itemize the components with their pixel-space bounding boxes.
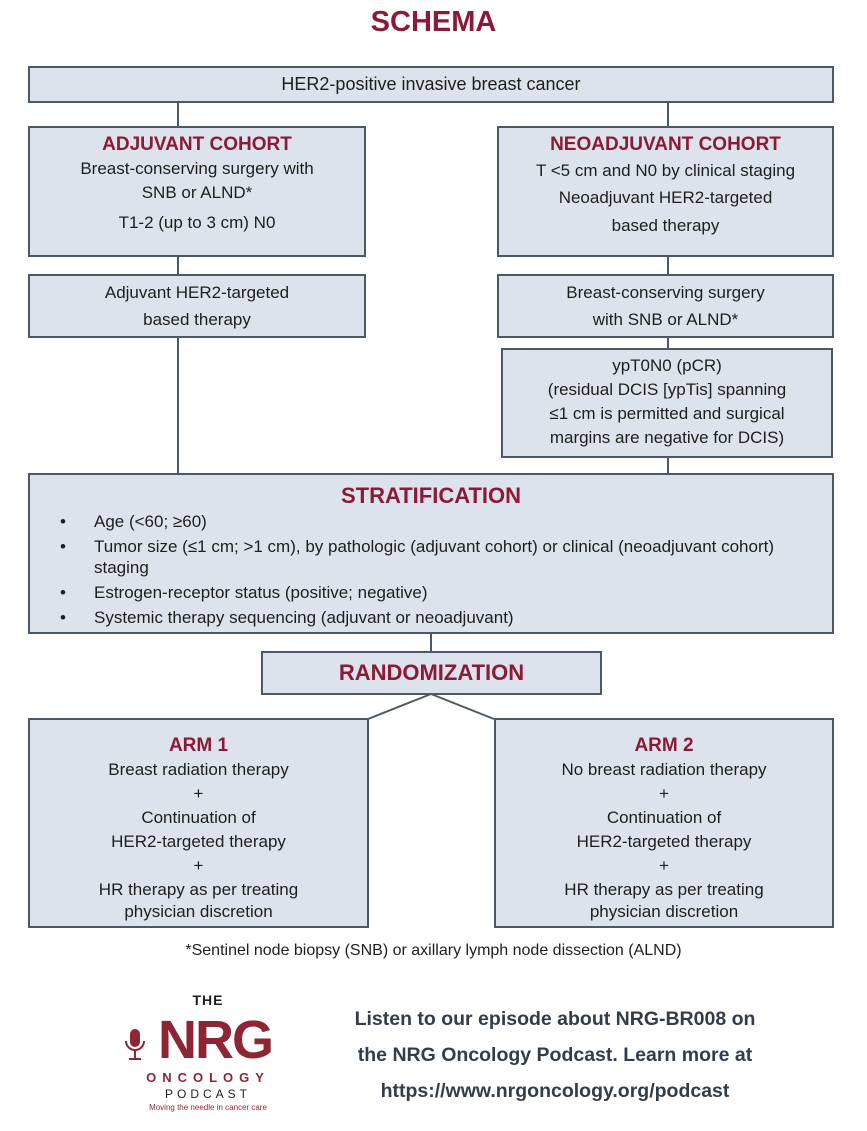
connector bbox=[177, 337, 179, 473]
microphone-icon bbox=[125, 1029, 145, 1060]
text-line: HER2-targeted therapy bbox=[576, 832, 752, 851]
text-line: with SNB or ALND* bbox=[592, 310, 739, 329]
adjuvant-cohort-box: ADJUVANT COHORT Breast-conserving surger… bbox=[28, 126, 366, 257]
text-line: based therapy bbox=[143, 310, 251, 329]
stratification-heading: STRATIFICATION bbox=[340, 483, 522, 508]
page-title: SCHEMA bbox=[370, 6, 497, 38]
logo-the: THE bbox=[192, 992, 224, 1008]
text-line: + bbox=[659, 856, 669, 875]
text-line: Continuation of bbox=[606, 808, 722, 827]
text-line: Breast-conserving surgery with bbox=[80, 159, 314, 178]
text-line: ypT0N0 (pCR) bbox=[612, 356, 722, 375]
text-line: T1-2 (up to 3 cm) N0 bbox=[118, 213, 276, 232]
connector bbox=[667, 457, 669, 473]
logo-nrg: NRG bbox=[118, 1011, 298, 1069]
promo-line: the NRG Oncology Podcast. Learn more at bbox=[357, 1044, 753, 1066]
nrg-podcast-logo: THE NRG ONCOLOGY PODCAST Moving the need… bbox=[118, 992, 298, 1131]
logo-tagline: Moving the needle in cancer care bbox=[149, 1103, 267, 1112]
stratification-list: Age (<60; ≥60) Tumor size (≤1 cm; >1 cm)… bbox=[30, 511, 832, 628]
logo-oncology: ONCOLOGY bbox=[146, 1070, 270, 1085]
text-line: HR therapy as per treating bbox=[564, 880, 764, 899]
arm1-box: ARM 1 Breast radiation therapy + Continu… bbox=[28, 718, 369, 928]
text-line: based therapy bbox=[611, 216, 720, 235]
surgery-box: Breast-conserving surgery with SNB or AL… bbox=[497, 274, 834, 338]
adjuvant-therapy-box: Adjuvant HER2-targeted based therapy bbox=[28, 274, 366, 338]
connector bbox=[667, 102, 669, 126]
text-line: + bbox=[193, 856, 204, 875]
footnote: *Sentinel node biopsy (SNB) or axillary … bbox=[185, 942, 682, 959]
connector bbox=[667, 337, 669, 348]
text-line: HER2-targeted therapy bbox=[111, 832, 286, 851]
text-line: Continuation of bbox=[141, 808, 256, 827]
randomization-box: RANDOMIZATION bbox=[261, 651, 602, 695]
population-box: HER2-positive invasive breast cancer bbox=[28, 66, 834, 103]
text-line: No breast radiation therapy bbox=[561, 760, 767, 779]
list-item: Systemic therapy sequencing (adjuvant or… bbox=[60, 607, 832, 628]
text-line: physician discretion bbox=[589, 902, 739, 921]
list-item: Tumor size (≤1 cm; >1 cm), by pathologic… bbox=[60, 536, 832, 578]
text-line: Adjuvant HER2-targeted bbox=[104, 283, 290, 302]
logo-nrg-text: NRG bbox=[158, 1010, 274, 1070]
promo-line: Listen to our episode about NRG-BR008 on bbox=[354, 1008, 756, 1030]
arm1-heading: ARM 1 bbox=[168, 735, 229, 756]
arm2-heading: ARM 2 bbox=[634, 735, 694, 756]
text-line: physician discretion bbox=[124, 902, 273, 921]
podcast-promo: Listen to our episode about NRG-BR008 on… bbox=[300, 1001, 810, 1109]
text-line: HR therapy as per treating bbox=[98, 880, 299, 899]
podcast-link[interactable]: https://www.nrgoncology.org/podcast bbox=[380, 1080, 730, 1102]
text-line: SNB or ALND* bbox=[141, 183, 253, 202]
pcr-box: ypT0N0 (pCR) (residual DCIS [ypTis] span… bbox=[501, 348, 833, 458]
logo-podcast: PODCAST bbox=[164, 1087, 251, 1101]
neoadjuvant-heading: NEOADJUVANT COHORT bbox=[550, 134, 781, 155]
branch-arm2 bbox=[430, 693, 495, 720]
text-line: Breast radiation therapy bbox=[108, 760, 289, 779]
connector bbox=[177, 256, 179, 274]
text-line: + bbox=[659, 784, 669, 803]
text-line: T <5 cm and N0 by clinical staging bbox=[535, 161, 796, 180]
branch-arm1 bbox=[367, 693, 432, 720]
text-line: + bbox=[193, 784, 204, 803]
text-line: ≤1 cm is permitted and surgical bbox=[549, 404, 785, 423]
text-line: Neoadjuvant HER2-targeted bbox=[558, 188, 773, 207]
text-line: (residual DCIS [ypTis] spanning bbox=[547, 380, 787, 399]
connector bbox=[667, 256, 669, 274]
stratification-box: STRATIFICATION Age (<60; ≥60) Tumor size… bbox=[28, 473, 834, 634]
neoadjuvant-cohort-box: NEOADJUVANT COHORT T <5 cm and N0 by cli… bbox=[497, 126, 834, 257]
adjuvant-heading: ADJUVANT COHORT bbox=[102, 134, 292, 155]
connector bbox=[177, 102, 179, 126]
list-item: Age (<60; ≥60) bbox=[60, 511, 832, 532]
connector bbox=[430, 633, 432, 651]
text-line: Breast-conserving surgery bbox=[566, 283, 765, 302]
arm2-box: ARM 2 No breast radiation therapy + Cont… bbox=[494, 718, 834, 928]
list-item: Estrogen-receptor status (positive; nega… bbox=[60, 582, 832, 603]
text-line: margins are negative for DCIS) bbox=[549, 428, 785, 447]
